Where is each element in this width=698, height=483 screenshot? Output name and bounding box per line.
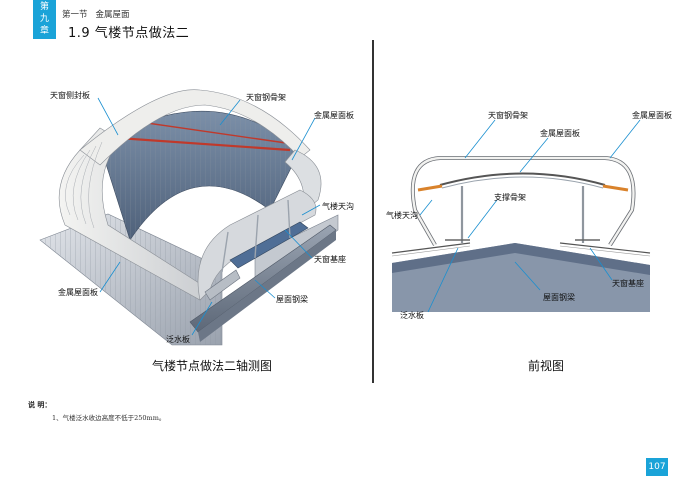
label-metal-roof-top: 金属屋面板 bbox=[314, 111, 354, 120]
label-support: 支撑骨架 bbox=[494, 193, 526, 202]
label-flashing: 泛水板 bbox=[400, 311, 424, 320]
section-number: 第一节 bbox=[62, 10, 88, 20]
label-roof-beam: 屋面钢梁 bbox=[276, 295, 308, 304]
page-number: 107 bbox=[646, 458, 668, 476]
column-divider bbox=[372, 40, 374, 383]
label-steel-frame: 天窗钢骨架 bbox=[488, 111, 528, 120]
front-view bbox=[391, 119, 651, 313]
chapter-tab: 第 九 章 bbox=[33, 0, 56, 39]
page-title: 1.9 气楼节点做法二 bbox=[68, 26, 190, 41]
isometric-view bbox=[39, 89, 339, 346]
chapter-tab-char: 第 bbox=[39, 2, 49, 12]
section-line: 第一节金属屋面 bbox=[62, 8, 130, 20]
label-roof-beam: 屋面钢梁 bbox=[543, 293, 575, 302]
label-base: 天窗基座 bbox=[612, 279, 644, 288]
notes-heading: 说 明： bbox=[28, 400, 52, 409]
label-gutter: 气楼天沟 bbox=[322, 202, 354, 211]
label-flashing: 泛水板 bbox=[166, 335, 190, 344]
notes-item: 1、气楼泛水收边高度不低于250mm。 bbox=[52, 414, 166, 422]
label-gutter: 气楼天沟 bbox=[386, 211, 418, 220]
chapter-tab-char: 章 bbox=[39, 26, 49, 36]
right-figure-caption: 前视图 bbox=[528, 359, 565, 373]
label-steel-frame: 天窗钢骨架 bbox=[246, 93, 286, 102]
left-figure-caption: 气楼节点做法二轴测图 bbox=[152, 359, 273, 373]
label-metal-roof-bottom: 金属屋面板 bbox=[58, 288, 98, 297]
label-base: 天窗基座 bbox=[314, 255, 346, 264]
label-side-panel: 天窗侧封板 bbox=[50, 91, 90, 100]
label-metal-roof-mid: 金属屋面板 bbox=[540, 129, 580, 138]
section-name: 金属屋面 bbox=[95, 10, 130, 20]
label-metal-roof-right: 金属屋面板 bbox=[632, 111, 672, 120]
chapter-tab-char: 九 bbox=[39, 14, 49, 24]
